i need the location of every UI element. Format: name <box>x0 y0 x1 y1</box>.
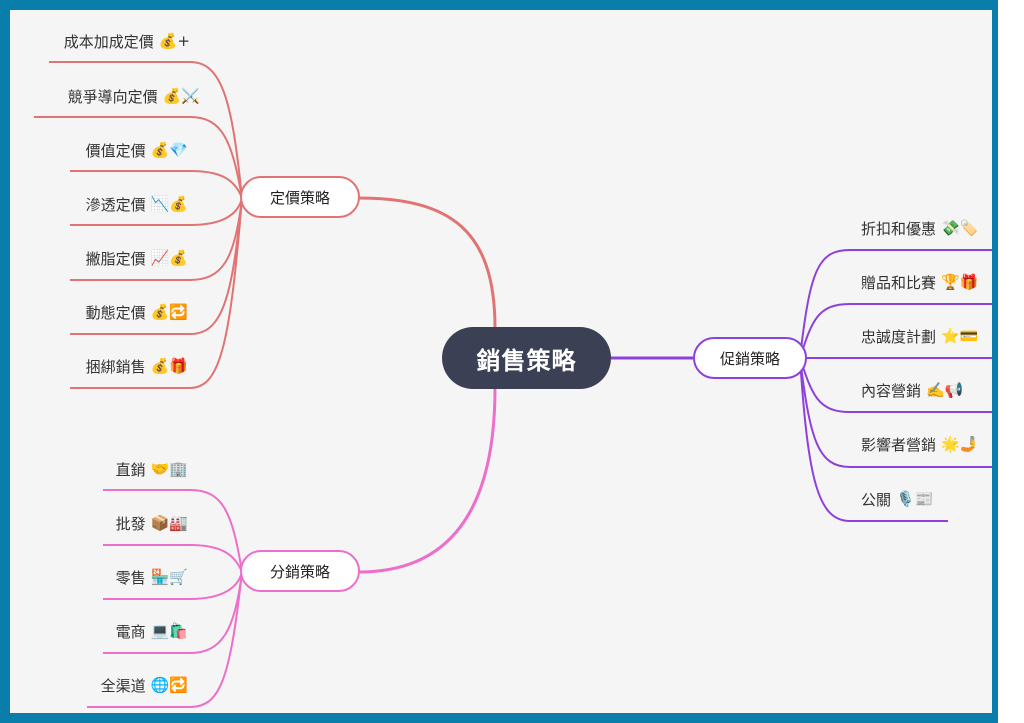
leaf-label: 忠誠度計劃 <box>861 327 937 346</box>
link-center-distribution <box>358 387 497 574</box>
distribution-links <box>87 489 243 708</box>
money-plus-icon: 💰+ <box>158 32 190 50</box>
star-card-icon: ⭐💳 <box>941 327 979 345</box>
globe-repeat-icon: 🌐🔁 <box>150 676 188 694</box>
promotion-leaf[interactable]: 折扣和優惠💸🏷️ <box>861 217 1001 239</box>
distribution-leaf[interactable]: 批發📦🏭 <box>50 512 188 534</box>
central-topic[interactable]: 銷售策略 <box>442 327 611 389</box>
promotion-links <box>799 249 998 522</box>
link-center-pricing <box>358 196 497 329</box>
laptop-shopping-icon: 💻🛍️ <box>150 622 188 640</box>
leaf-label: 成本加成定價 <box>63 32 154 51</box>
money-gift-icon: 💰🎁 <box>150 357 188 375</box>
store-cart-icon: 🏪🛒 <box>150 568 188 586</box>
leaf-label: 影響者營銷 <box>861 435 937 454</box>
package-factory-icon: 📦🏭 <box>150 514 188 532</box>
mic-newspaper-icon: 🎙️📰 <box>896 490 934 508</box>
star-selfie-icon: 🌟🤳 <box>941 435 979 453</box>
leaf-label: 全渠道 <box>100 676 146 695</box>
money-swords-icon: 💰⚔️ <box>162 87 200 105</box>
leaf-label: 滲透定價 <box>85 195 146 214</box>
leaf-label: 批發 <box>115 514 146 533</box>
promotion-leaf[interactable]: 公關🎙️📰 <box>861 488 1001 510</box>
promotion-leaf[interactable]: 贈品和比賽🏆🎁 <box>861 271 1001 293</box>
distribution-leaf[interactable]: 電商💻🛍️ <box>50 620 188 642</box>
branch-distribution[interactable]: 分銷策略 <box>240 550 360 592</box>
money-gem-icon: 💰💎 <box>150 141 188 159</box>
money-tag-icon: 💸🏷️ <box>941 219 979 237</box>
leaf-label: 公關 <box>861 490 892 509</box>
frame-border <box>992 0 1000 723</box>
pricing-leaf[interactable]: 滲透定價📉💰 <box>30 193 188 215</box>
leaf-label: 捆綁銷售 <box>85 357 146 376</box>
pricing-leaf[interactable]: 成本加成定價💰+ <box>30 30 190 52</box>
leaf-label: 內容營銷 <box>861 381 922 400</box>
promotion-leaf[interactable]: 影響者營銷🌟🤳 <box>861 433 1001 455</box>
promotion-leaf[interactable]: 忠誠度計劃⭐💳 <box>861 325 1001 347</box>
pricing-leaf[interactable]: 撇脂定價📈💰 <box>30 247 188 269</box>
page-margin <box>998 0 1024 723</box>
pricing-links <box>34 61 243 389</box>
leaf-label: 競爭導向定價 <box>67 87 158 106</box>
distribution-leaf[interactable]: 直銷🤝🏢 <box>50 458 188 480</box>
leaf-label: 價值定價 <box>85 141 146 160</box>
leaf-label: 動態定價 <box>85 303 146 322</box>
leaf-label: 直銷 <box>115 460 146 479</box>
leaf-label: 撇脂定價 <box>85 249 146 268</box>
pricing-leaf[interactable]: 動態定價💰🔁 <box>30 301 188 323</box>
leaf-label: 折扣和優惠 <box>861 219 937 238</box>
trophy-gift-icon: 🏆🎁 <box>941 273 979 291</box>
promotion-leaf[interactable]: 內容營銷✍️📢 <box>861 379 1001 401</box>
writing-megaphone-icon: ✍️📢 <box>926 381 964 399</box>
pricing-leaf[interactable]: 競爭導向定價💰⚔️ <box>20 85 200 107</box>
branch-pricing[interactable]: 定價策略 <box>240 176 360 218</box>
pricing-leaf[interactable]: 捆綁銷售💰🎁 <box>30 355 188 377</box>
chart-up-money-icon: 📈💰 <box>150 249 188 267</box>
distribution-leaf[interactable]: 零售🏪🛒 <box>50 566 188 588</box>
leaf-label: 贈品和比賽 <box>861 273 937 292</box>
branch-promotion[interactable]: 促銷策略 <box>693 337 807 379</box>
money-repeat-icon: 💰🔁 <box>150 303 188 321</box>
chart-down-money-icon: 📉💰 <box>150 195 188 213</box>
distribution-leaf[interactable]: 全渠道🌐🔁 <box>40 674 188 696</box>
leaf-label: 零售 <box>115 568 146 587</box>
mindmap-links <box>34 61 998 708</box>
handshake-building-icon: 🤝🏢 <box>150 460 188 478</box>
leaf-label: 電商 <box>115 622 146 641</box>
pricing-leaf[interactable]: 價值定價💰💎 <box>30 139 188 161</box>
